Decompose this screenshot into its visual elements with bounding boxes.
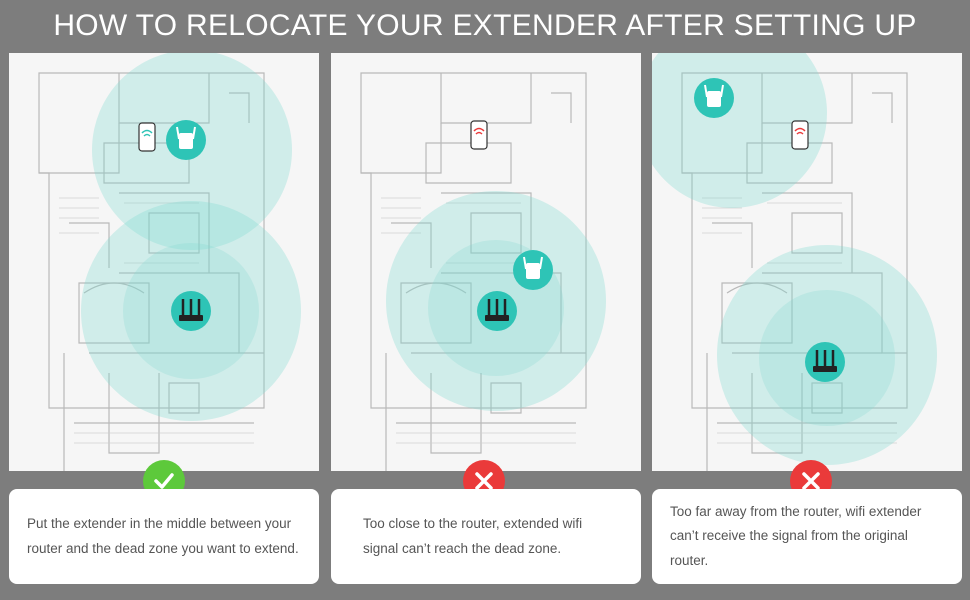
floorplan-illustration [360,72,606,471]
extender-icon [694,78,734,118]
phone-icon [791,120,809,150]
router-icon [171,291,211,331]
router-icon [805,342,845,382]
caption-text: Too far away from the router, wifi exten… [670,503,922,568]
extender-icon [166,120,206,160]
extender-icon [513,250,553,290]
floorplan-illustration [38,53,301,471]
router-icon [477,291,517,331]
phone-icon [470,120,488,150]
floorplan-panel-too-far [652,53,962,471]
floorplan-illustration [652,53,937,471]
caption-text: Put the extender in the middle between y… [27,516,299,556]
page-title: HOW TO RELOCATE YOUR EXTENDER AFTER SETT… [53,9,917,42]
caption-too-far: Too far away from the router, wifi exten… [652,489,962,584]
caption-too-close: Too close to the router, extended wifi s… [331,489,641,584]
phone-icon [138,122,156,152]
floorplan-panel-too-close [331,53,641,471]
floorplan-panel-correct [9,53,319,471]
caption-text: Too close to the router, extended wifi s… [363,516,583,556]
caption-correct: Put the extender in the middle between y… [9,489,319,584]
